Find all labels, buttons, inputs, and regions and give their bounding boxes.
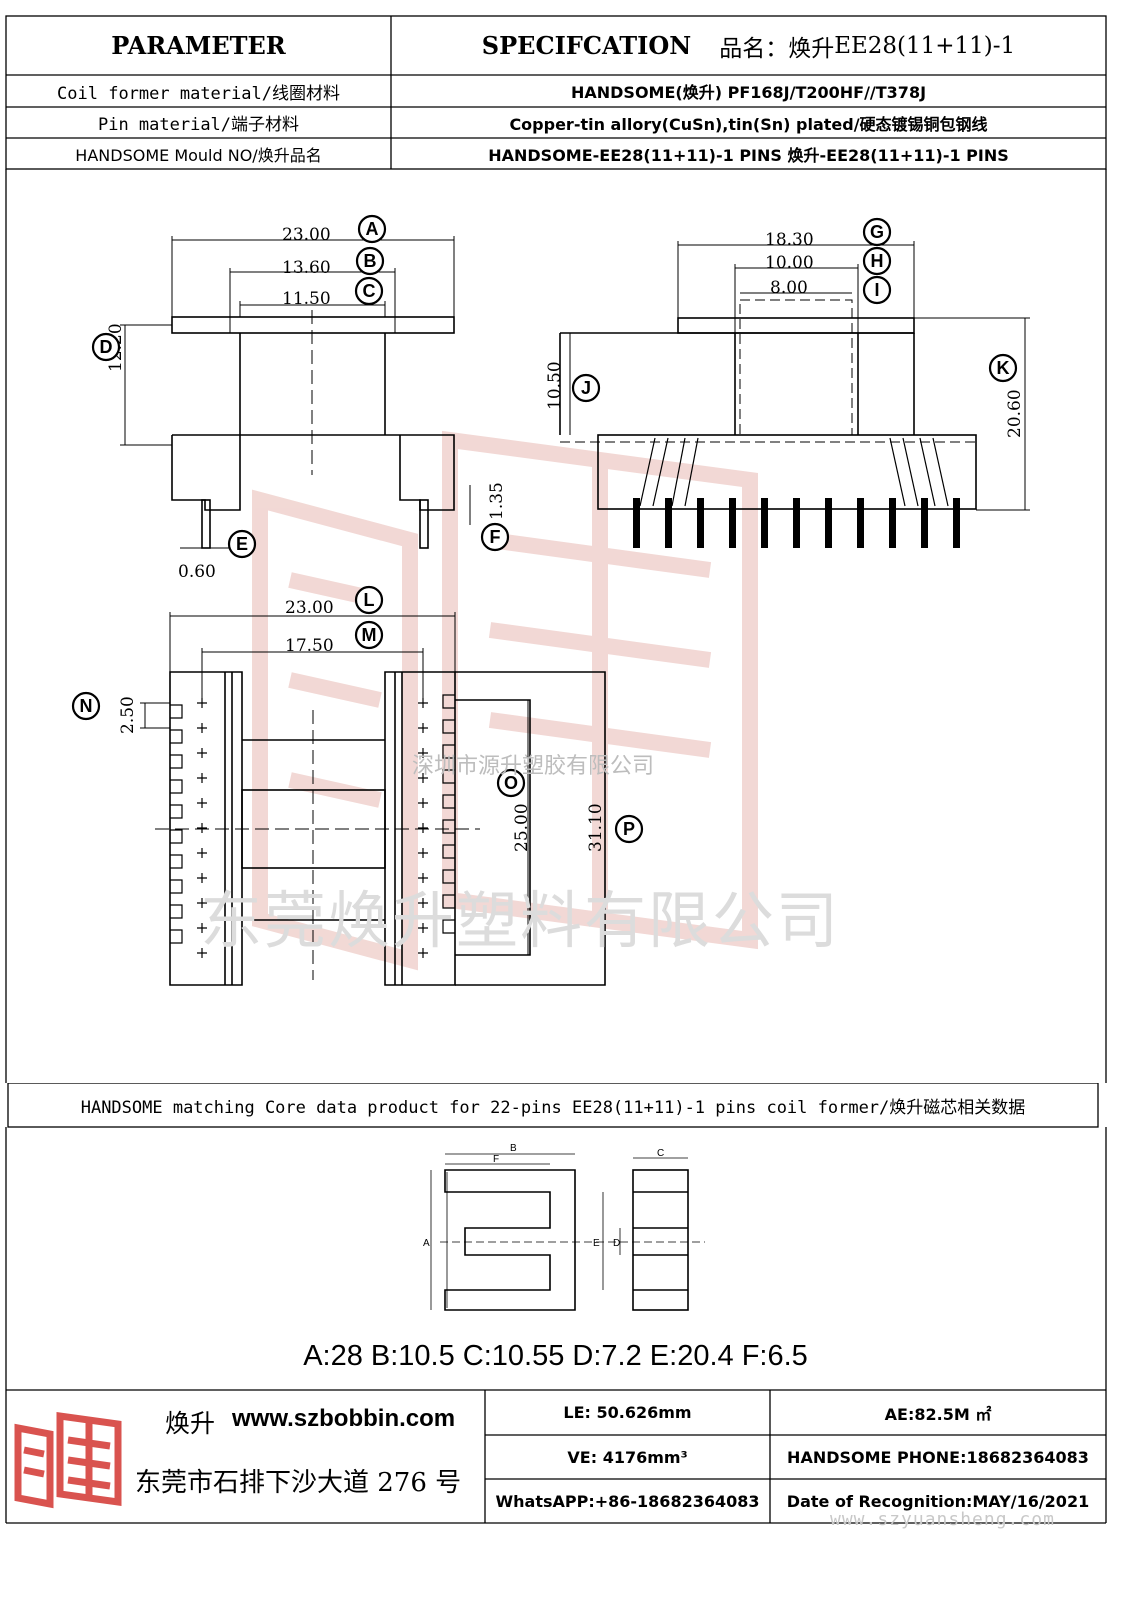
product-model: EE28(11+11)-1 bbox=[834, 32, 1016, 59]
dim-marker-m-circle bbox=[354, 620, 384, 650]
coil-former-material-value: HANDSOME(焕升) PF168J/T200HF//T378J bbox=[570, 83, 927, 102]
watermark-small-text: 深圳市源升塑胶有限公司 bbox=[412, 754, 655, 779]
dim-marker-l-circle bbox=[354, 585, 384, 615]
bottom-view-drawing bbox=[140, 612, 606, 986]
core-letter-e: E bbox=[593, 1238, 600, 1249]
spec-table-grid bbox=[5, 15, 1107, 170]
dim-marker-e-circle bbox=[227, 529, 257, 559]
front-view-drawing bbox=[120, 236, 471, 549]
dim-m-value: 17.50 bbox=[285, 636, 334, 656]
dim-marker-c-circle bbox=[354, 276, 384, 306]
dim-e-value: 0.60 bbox=[178, 562, 216, 582]
dim-g-value: 18.30 bbox=[765, 230, 814, 250]
core-letter-c: C bbox=[657, 1148, 664, 1159]
mould-no-label: HANDSOME Mould NO/焕升品名 bbox=[75, 145, 322, 165]
dim-b-value: 13.60 bbox=[282, 258, 331, 278]
dim-marker-d-circle bbox=[91, 332, 121, 362]
specification-heading: SPECIFCATION 品名：焕升 EE28(11+11)-1 bbox=[391, 16, 1106, 75]
dim-marker-a-circle bbox=[357, 214, 387, 244]
dim-marker-j-label: J bbox=[581, 378, 591, 398]
specification-label: SPECIFCATION bbox=[481, 31, 692, 60]
dim-marker-k-circle bbox=[988, 353, 1018, 383]
dim-marker-h-circle bbox=[862, 246, 892, 276]
core-letter-f: F bbox=[493, 1154, 499, 1165]
dim-marker-i-label: I bbox=[874, 280, 879, 300]
product-name-prefix: 品名：焕升 bbox=[719, 35, 835, 62]
core-e-drawing: B F C A E D bbox=[423, 1143, 705, 1311]
dim-l-value: 23.00 bbox=[285, 598, 334, 618]
dim-marker-o-circle bbox=[496, 768, 526, 798]
recognition-date-value: Date of Recognition:MAY/16/2021 bbox=[786, 1491, 1090, 1511]
dim-h-value: 10.00 bbox=[765, 253, 814, 273]
dim-marker-g-circle bbox=[862, 217, 892, 247]
dim-a-value: 23.00 bbox=[282, 225, 331, 245]
phone-value: HANDSOME PHONE:18682364083 bbox=[787, 1447, 1089, 1467]
dim-marker-h-label: H bbox=[871, 251, 884, 271]
dim-marker-i-circle bbox=[862, 275, 892, 305]
core-letter-a: A bbox=[423, 1238, 430, 1249]
core-dimensions: A:28 B:10.5 C:10.55 D:7.2 E:20.4 F:6.5 bbox=[303, 1340, 808, 1372]
watermark-large-text: 东莞焕升塑料有限公司 bbox=[200, 884, 841, 957]
footer-website: www.szbobbin.com bbox=[232, 1405, 456, 1432]
dim-marker-b-circle bbox=[355, 246, 385, 276]
whatsapp-value: WhatsAPP:+86-18682364083 bbox=[495, 1491, 760, 1511]
dim-marker-f-label: F bbox=[490, 527, 501, 547]
coil-former-material-label: Coil former material/线圈材料 bbox=[57, 83, 340, 104]
side-view-drawing bbox=[559, 241, 1030, 548]
dim-marker-c-label: C bbox=[363, 281, 376, 301]
dim-marker-p-circle bbox=[614, 814, 644, 844]
dim-marker-k-label: K bbox=[997, 358, 1010, 378]
dim-c-value: 11.50 bbox=[282, 289, 331, 309]
watermark-url: www.szyuansheng.com bbox=[830, 1509, 1055, 1530]
dim-marker-g-label: G bbox=[870, 222, 884, 242]
le-value: LE: 50.626mm bbox=[563, 1403, 692, 1422]
dim-marker-j-circle bbox=[571, 373, 601, 403]
drawing-frame bbox=[5, 169, 1107, 1083]
core-section-title: HANDSOME matching Core data product for … bbox=[80, 1097, 1026, 1118]
pin-material-value: Copper-tin allory(CuSn),tin(Sn) plated/硬… bbox=[509, 114, 988, 134]
dim-marker-d-label: D bbox=[100, 337, 113, 357]
core-section-frame bbox=[5, 1083, 1107, 1524]
dim-marker-n-label: N bbox=[80, 696, 93, 716]
mould-no-value: HANDSOME-EE28(11+11)-1 PINS 焕升-EE28(11+1… bbox=[488, 145, 1009, 165]
footer-brand: 焕升 bbox=[165, 1409, 216, 1438]
dim-marker-m-label: M bbox=[362, 625, 377, 645]
dim-marker-l-label: L bbox=[364, 590, 375, 610]
core-letter-d: D bbox=[613, 1238, 620, 1249]
dim-marker-p-label: P bbox=[623, 819, 635, 839]
dim-marker-e-label: E bbox=[236, 534, 248, 554]
core-letter-b: B bbox=[510, 1143, 517, 1154]
dim-marker-a-label: A bbox=[366, 219, 379, 239]
parameter-heading: PARAMETER bbox=[111, 31, 286, 60]
footer-address: 东莞市石排下沙大道 276 号 bbox=[135, 1468, 462, 1498]
company-logo-icon bbox=[14, 1411, 122, 1509]
ve-value: VE: 4176mm³ bbox=[567, 1447, 688, 1467]
dim-marker-o-label: O bbox=[504, 773, 518, 793]
dim-marker-f-circle bbox=[480, 522, 510, 552]
dimension-letter-markers: ABC D E F GHI J K LM N O P bbox=[71, 214, 1018, 844]
dim-i-value: 8.00 bbox=[770, 278, 808, 298]
dim-marker-n-circle bbox=[71, 691, 101, 721]
pin-material-label: Pin material/端子材料 bbox=[97, 115, 300, 135]
dim-marker-b-label: B bbox=[364, 251, 377, 271]
ae-value: AE:82.5M ㎡ bbox=[884, 1404, 992, 1424]
